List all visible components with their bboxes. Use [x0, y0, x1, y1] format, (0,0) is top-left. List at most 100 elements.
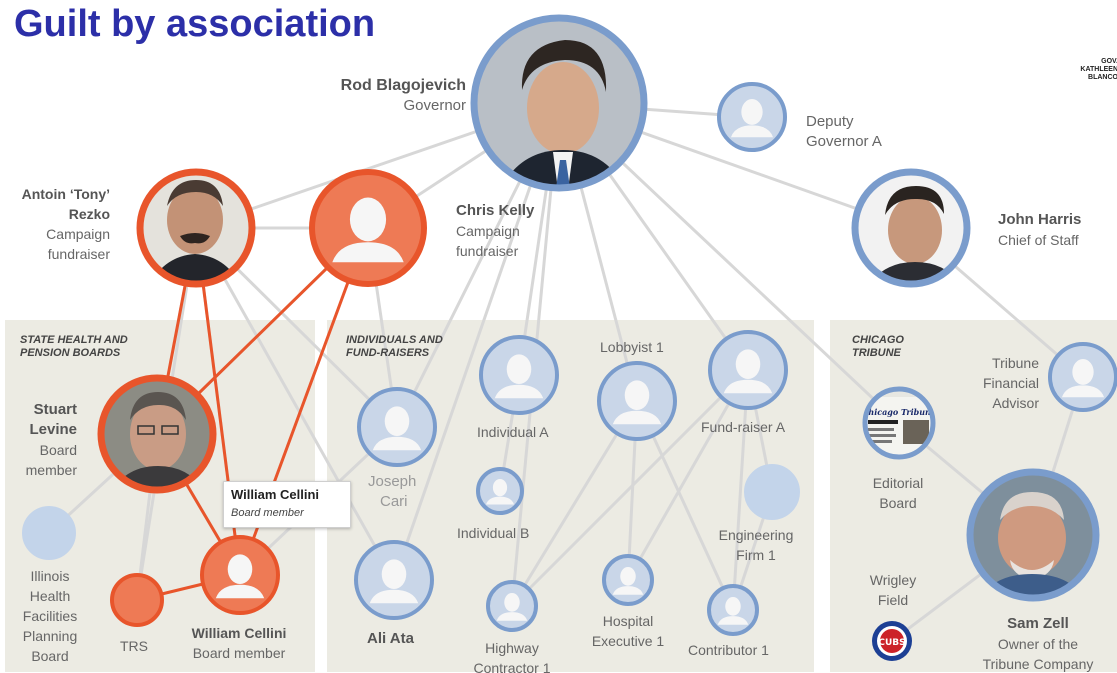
engfirm-line-2: Firm 1 — [736, 547, 776, 563]
editorial-line-1: Editorial — [872, 475, 924, 491]
edge-rezko-ata — [194, 227, 396, 581]
node-cellini[interactable] — [200, 535, 280, 615]
tfa-line-3: Advisor — [992, 395, 1039, 411]
node-tfa[interactable] — [1048, 342, 1117, 412]
node-ring-harris — [851, 168, 971, 288]
section-label-individuals: INDIVIDUALS AND FUND-RAISERS — [346, 334, 443, 359]
wrigley-line-1: Wrigley — [869, 572, 917, 588]
rod-role: Governor — [403, 97, 466, 114]
node-trs[interactable] — [110, 573, 164, 627]
hospital-line-2: Executive 1 — [591, 633, 665, 649]
cari-line-1: Joseph — [368, 473, 417, 490]
node-kelly[interactable] — [309, 169, 427, 287]
node-ring-editorial — [862, 386, 936, 460]
hover-tooltip: William Cellini Board member — [223, 481, 351, 528]
label-wrigley: Wrigley Field — [853, 570, 933, 610]
harris-role: Chief of Staff — [998, 232, 1079, 248]
tooltip-role: Board member — [231, 507, 304, 519]
node-highway[interactable] — [486, 580, 538, 632]
tooltip-name: William Cellini — [231, 487, 320, 502]
node-ring-rod — [470, 14, 648, 192]
label-contributor: Contributor 1 — [688, 642, 769, 658]
section-label-tribune: CHICAGO TRIBUNE — [852, 334, 904, 359]
zell-portrait — [970, 472, 1096, 598]
label-levine: Stuart Levine Board member — [14, 400, 77, 480]
label-highway: Highway Contractor 1 — [462, 638, 562, 673]
label-individual-a: Individual A — [477, 424, 549, 440]
node-ihfpb[interactable] — [22, 506, 76, 560]
label-zell: Sam Zell Owner of the Tribune Company — [966, 614, 1110, 673]
label-individual-b: Individual B — [457, 525, 530, 541]
ihfpb-line-1: Illinois — [30, 568, 70, 584]
kelly-role-2: fundraiser — [456, 243, 519, 259]
label-rezko: Antoin ‘Tony’ Rezko Campaign fundraiser — [0, 184, 110, 264]
node-cari[interactable] — [357, 387, 437, 467]
node-fundraiser[interactable] — [708, 330, 788, 410]
node-indA[interactable] — [479, 335, 559, 415]
label-lobbyist: Lobbyist 1 — [600, 339, 664, 355]
edge-lobbyist-highway — [510, 400, 639, 607]
cubs-logo-icon: CUBS — [872, 621, 912, 661]
rezko-name-2: Rezko — [68, 206, 110, 222]
cari-line-2: Cari — [380, 493, 408, 510]
node-engfirm[interactable] — [744, 464, 800, 520]
editorial-line-2: Board — [879, 495, 917, 511]
node-indB[interactable] — [476, 467, 524, 515]
wrigley-line-2: Field — [877, 592, 909, 608]
levine-role-1: Board — [39, 442, 77, 458]
rezko-name-1: Antoin ‘Tony’ — [21, 186, 110, 202]
node-hospital[interactable] — [602, 554, 654, 606]
node-ata[interactable] — [354, 540, 434, 620]
node-ring-rezko — [136, 168, 256, 288]
kelly-name: Chris Kelly — [456, 202, 535, 219]
page-title: Guilt by association — [14, 3, 376, 45]
node-lobbyist[interactable] — [597, 361, 677, 441]
kelly-role-1: Campaign — [456, 223, 520, 239]
ihfpb-line-3: Facilities — [22, 608, 78, 624]
ihfpb-line-2: Health — [29, 588, 71, 604]
tfa-line-1: Tribune — [992, 355, 1039, 371]
rezko-role-1: Campaign — [46, 226, 110, 242]
corner-logo: GOV. KATHLEEN BLANCO — [1080, 58, 1117, 81]
label-fundraiser: Fund-raiser A — [701, 419, 786, 435]
deputy-line-1: Deputy — [806, 113, 854, 130]
deputy-line-2: Governor A — [806, 133, 882, 150]
label-cellini: William Cellini Board member — [176, 623, 302, 663]
newspaper-masthead: Chicago Tribune — [862, 407, 936, 417]
zell-role-2: Tribune Company — [982, 656, 1094, 672]
section-label-state-health: STATE HEALTH AND PENSION BOARDS — [20, 334, 128, 359]
node-deputy[interactable] — [717, 82, 787, 152]
levine-name-1: Stuart — [33, 401, 77, 418]
label-ihfpb: Illinois Health Facilities Planning Boar… — [12, 566, 88, 666]
zell-role-1: Owner of the — [997, 636, 1079, 652]
node-contributor[interactable] — [707, 584, 759, 636]
label-rod: Rod Blagojevich Governor — [266, 76, 466, 116]
edge-fundraiser-contributor — [731, 369, 750, 611]
rod-portrait — [474, 18, 644, 188]
cellini-name: William Cellini — [191, 625, 287, 641]
label-editorial: Editorial Board — [858, 473, 938, 513]
node-ring-levine — [97, 374, 217, 494]
label-kelly: Chris Kelly Campaign fundraiser — [456, 201, 534, 261]
engfirm-line-1: Engineering — [718, 527, 794, 543]
label-cari: Joseph Cari — [368, 472, 416, 512]
highway-line-1: Highway — [485, 640, 539, 656]
levine-name-2: Levine — [29, 421, 77, 438]
levine-role-2: member — [25, 462, 77, 478]
node-ring-zell — [966, 468, 1100, 602]
hospital-line-1: Hospital — [602, 613, 654, 629]
label-harris: John Harris Chief of Staff — [998, 210, 1081, 250]
label-tfa: Tribune Financial Advisor — [960, 353, 1039, 413]
harris-name: John Harris — [998, 211, 1082, 228]
cellini-role: Board member — [192, 645, 286, 661]
label-trs: TRS — [120, 638, 148, 654]
rod-name: Rod Blagojevich — [340, 77, 466, 94]
label-hospital: Hospital Executive 1 — [578, 611, 678, 651]
label-engfirm: Engineering Firm 1 — [706, 525, 806, 565]
edge-fundraiser-hospital — [626, 369, 750, 581]
portrait-photos: Chicago Tribune CUBS — [97, 14, 1100, 661]
label-ata: Ali Ata — [367, 630, 414, 647]
highway-line-2: Contractor 1 — [473, 660, 551, 673]
rezko-role-2: fundraiser — [47, 246, 110, 262]
label-deputy: Deputy Governor A — [806, 112, 882, 152]
